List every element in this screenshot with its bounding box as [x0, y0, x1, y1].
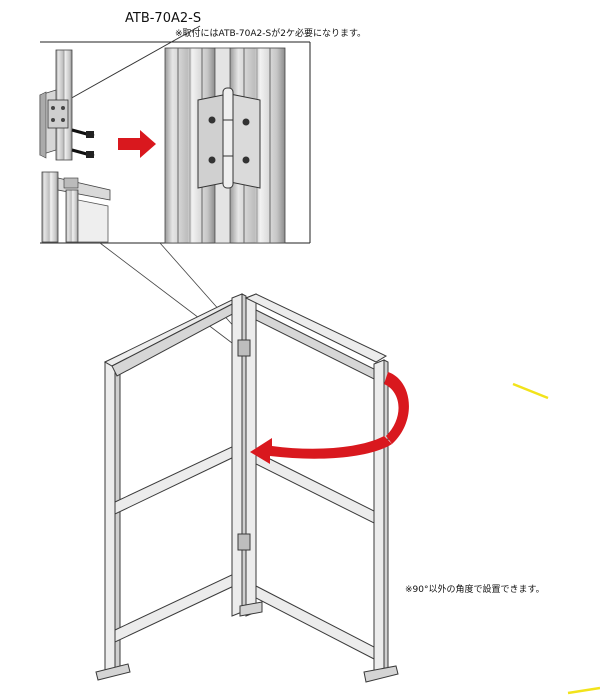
detail-hinge-installed — [164, 47, 286, 244]
detail-leader-line — [159, 242, 245, 339]
detail-leader-line — [99, 242, 237, 347]
screw-icon — [71, 128, 95, 158]
accent-mark — [512, 382, 549, 400]
right-panel — [239, 293, 399, 683]
angle-note: ※90°以外の角度で設置できます。 — [405, 583, 545, 595]
rotate-arrow-icon — [250, 372, 409, 464]
hinge-icon — [47, 99, 69, 129]
detail-hinge-exploded — [39, 49, 111, 243]
hinge-icon — [237, 339, 251, 357]
callout-leader-line — [67, 25, 201, 101]
left-panel — [95, 293, 247, 681]
detail-callout — [39, 41, 311, 244]
hinge-icon — [237, 533, 251, 551]
partition-frame — [95, 293, 399, 683]
part-number-label: ATB-70A2-S — [125, 11, 201, 26]
hinge-quantity-note: ※取付にはATB-70A2-Sが2ケ必要になります。 — [175, 27, 366, 39]
accent-mark — [567, 686, 600, 695]
arrow-right-icon — [118, 130, 156, 158]
